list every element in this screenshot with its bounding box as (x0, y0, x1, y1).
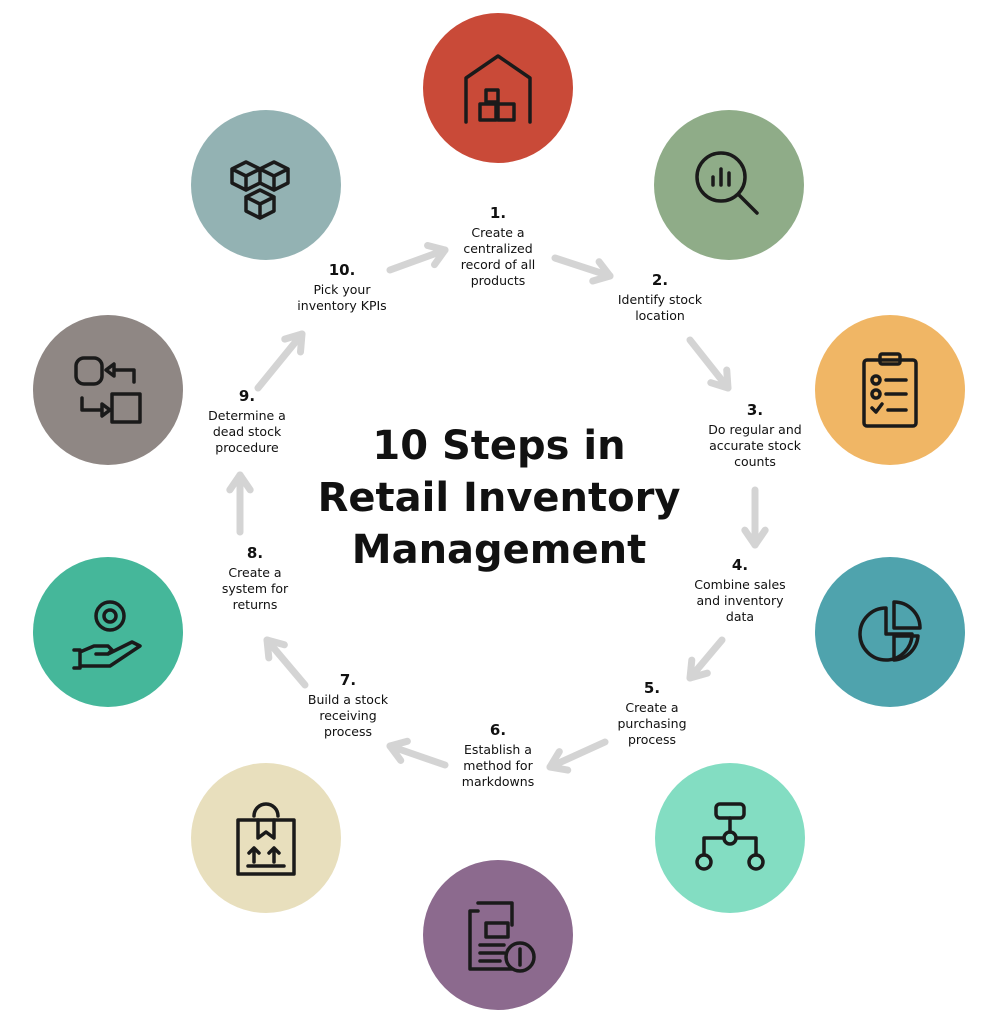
step-text: Do regular and accurate stock counts (708, 422, 802, 469)
step-number: 3. (746, 401, 764, 419)
step-1-circle (423, 13, 573, 163)
step-text: Identify stock location (617, 292, 703, 323)
hand-gear-icon (72, 600, 142, 670)
arrow-3-to-4 (741, 486, 769, 549)
step-text: Create a system for returns (221, 565, 289, 612)
step-8-label: 8. Create a system for returns (185, 545, 325, 613)
pie-chart-icon (858, 600, 922, 662)
step-number: 8. (246, 544, 264, 562)
step-number: 2. (651, 271, 669, 289)
step-text: Build a stock receiving process (307, 692, 389, 739)
step-number: 4. (731, 556, 749, 574)
step-6-circle (423, 860, 573, 1010)
title-line-2: Retail Inventory (317, 475, 681, 521)
warehouse-icon (464, 54, 532, 124)
arrow-2-to-3 (686, 336, 732, 392)
title-line-3: Management (351, 527, 647, 573)
arrow-7-to-8 (263, 636, 309, 689)
title-line-1: 10 Steps in (372, 423, 626, 469)
magnifier-chart-icon (695, 151, 759, 215)
page-title: 10 Steps in Retail Inventory Management (0, 420, 998, 576)
invoice-dollar-icon (468, 901, 536, 973)
step-5-circle (655, 763, 805, 913)
arrow-9-to-10 (254, 330, 306, 392)
step-text: Create a purchasing process (617, 700, 687, 747)
swap-shapes-icon (74, 356, 142, 424)
step-9-circle (33, 315, 183, 465)
package-gear-icon (236, 802, 296, 876)
step-3-circle (815, 315, 965, 465)
step-number: 6. (489, 721, 507, 739)
arrow-1-to-2 (551, 254, 614, 285)
step-number: 7. (339, 671, 357, 689)
step-2-circle (654, 110, 804, 260)
step-2-label: 2. Identify stock location (590, 272, 730, 324)
arrow-8-to-9 (226, 471, 254, 536)
step-text: Determine a dead stock procedure (208, 408, 286, 455)
step-3-label: 3. Do regular and accurate stock counts (685, 402, 825, 470)
step-5-label: 5. Create a purchasing process (582, 680, 722, 748)
step-7-label: 7. Build a stock receiving process (278, 672, 418, 740)
step-6-label: 6. Establish a method for markdowns (428, 722, 568, 790)
step-9-label: 9. Determine a dead stock procedure (177, 388, 317, 456)
step-number: 5. (643, 679, 661, 697)
step-number: 10. (328, 261, 356, 279)
step-10-label: 10. Pick your inventory KPIs (272, 262, 412, 314)
step-text: Combine sales and inventory data (694, 577, 786, 624)
step-8-circle (33, 557, 183, 707)
arrow-6-to-7 (386, 737, 449, 769)
flowchart-icon (695, 802, 765, 871)
step-10-circle (191, 110, 341, 260)
arrow-5-to-6 (546, 738, 609, 774)
step-4-label: 4. Combine sales and inventory data (670, 557, 810, 625)
step-text: Pick your inventory KPIs (297, 282, 387, 313)
step-7-circle (191, 763, 341, 913)
step-4-circle (815, 557, 965, 707)
step-number: 9. (238, 387, 256, 405)
arrow-4-to-5 (686, 636, 726, 682)
clipboard-checklist-icon (862, 352, 918, 428)
arrow-10-to-1 (386, 242, 449, 274)
cubes-icon (230, 160, 290, 220)
step-text: Establish a method for markdowns (461, 742, 535, 789)
step-number: 1. (489, 204, 507, 222)
step-text: Create a centralized record of all produ… (460, 225, 536, 288)
step-1-label: 1. Create a centralized record of all pro… (428, 205, 568, 289)
